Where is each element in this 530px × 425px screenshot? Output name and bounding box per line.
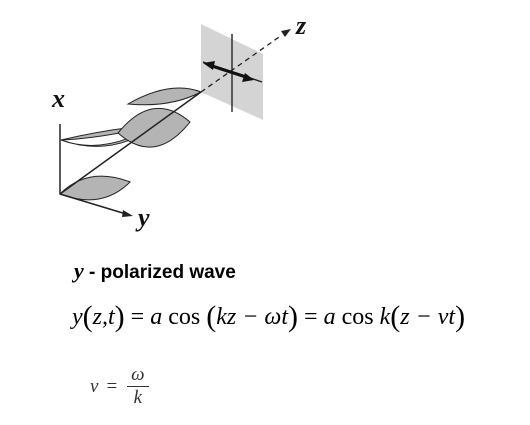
polarization-arrow bbox=[211, 64, 247, 79]
z-axis bbox=[59, 91, 202, 195]
eq-lhs-args: z,t bbox=[92, 304, 115, 330]
vel-numerator: ω bbox=[127, 364, 149, 387]
wave-lobe-1 bbox=[59, 175, 131, 201]
eq-equals-1: = bbox=[130, 304, 145, 330]
velocity-equation: v = ω k bbox=[90, 364, 149, 409]
wave-diagram: x y z bbox=[51, 11, 307, 232]
eq-lhs-func: y bbox=[72, 304, 83, 330]
eq-phase-1: kz − ωt bbox=[216, 304, 289, 330]
eq-k: k bbox=[379, 304, 391, 330]
y-axis-label: y bbox=[135, 203, 150, 232]
caption-variable: y bbox=[74, 258, 84, 283]
eq-amplitude-2: a bbox=[323, 304, 336, 330]
polarization-arrowhead-right bbox=[242, 73, 254, 82]
eq-equals-2: = bbox=[304, 304, 318, 330]
caption: y - polarized wave bbox=[74, 258, 236, 284]
y-axis bbox=[59, 193, 127, 215]
vel-lhs: v bbox=[90, 375, 99, 397]
vel-fraction: ω k bbox=[127, 364, 149, 409]
z-axis-label: z bbox=[295, 11, 307, 40]
polarization-arrowhead-left bbox=[203, 61, 215, 70]
x-axis-label: x bbox=[51, 84, 65, 113]
eq-cos-1: cos bbox=[168, 304, 201, 330]
z-axis-arrowhead bbox=[281, 29, 291, 37]
wave-equation: y(z,t) = a cos (kz − ωt) = a cos k(z − v… bbox=[72, 300, 466, 333]
z-axis-dashed bbox=[200, 34, 283, 93]
caption-text: - polarized wave bbox=[83, 262, 236, 283]
y-axis-arrowhead bbox=[122, 210, 133, 217]
eq-phase-2: z − vt bbox=[400, 304, 456, 330]
wave-lobe-4 bbox=[117, 107, 191, 148]
wave-lobe-5 bbox=[126, 87, 203, 106]
vel-equals: = bbox=[106, 375, 118, 397]
eq-amplitude-1: a bbox=[150, 304, 163, 330]
eq-cos-2: cos bbox=[341, 304, 374, 330]
vel-denominator: k bbox=[133, 387, 143, 408]
